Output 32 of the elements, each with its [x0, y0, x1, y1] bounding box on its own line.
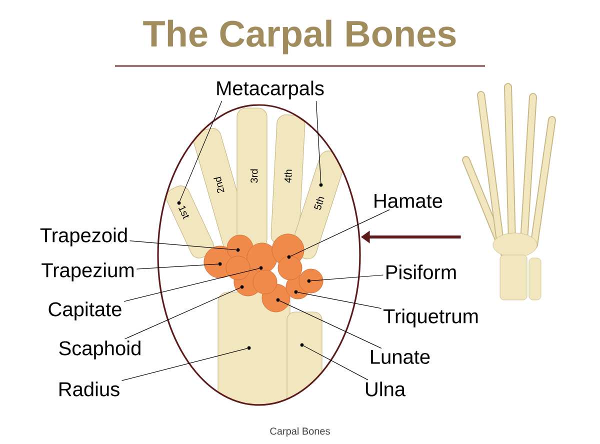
bone-number: 2nd	[214, 176, 224, 193]
leader-line	[124, 268, 260, 302]
leader-line	[130, 240, 236, 250]
bone-label: Capitate	[48, 302, 122, 320]
bone-label: Trapezoid	[40, 228, 127, 246]
leader-line	[122, 348, 248, 381]
bone-label: Lunate	[371, 350, 430, 364]
title: The Carpal Bones	[143, 20, 456, 54]
bone-label: Triquetrum	[383, 308, 478, 328]
bone-label: Pisiform	[386, 264, 456, 280]
leader-line	[316, 100, 322, 184]
leader-line	[303, 346, 368, 380]
leader-line	[179, 100, 222, 202]
bone-number: 5th	[314, 196, 324, 210]
caption: Carpal Bones	[270, 427, 330, 437]
bone-label: Hamate	[374, 194, 442, 208]
leader-line	[124, 287, 241, 340]
bone-number: 3rd	[250, 169, 258, 183]
leader-line	[310, 274, 384, 282]
leader-line	[279, 300, 382, 349]
bone-label: Radius	[60, 382, 120, 396]
leader-line	[290, 209, 390, 256]
bone-number: 1st	[178, 206, 190, 220]
bone-label: Trapezium	[42, 262, 134, 282]
leader-line	[298, 292, 382, 309]
zoom-ellipse	[157, 104, 361, 406]
bone-label: Scaphoid	[59, 340, 140, 360]
bone-label: Ulna	[366, 382, 406, 396]
hand-drawing	[462, 83, 556, 300]
leader-line	[136, 264, 218, 270]
bone-number: 4th	[284, 170, 292, 183]
bone-label: Metacarpals	[217, 80, 324, 100]
